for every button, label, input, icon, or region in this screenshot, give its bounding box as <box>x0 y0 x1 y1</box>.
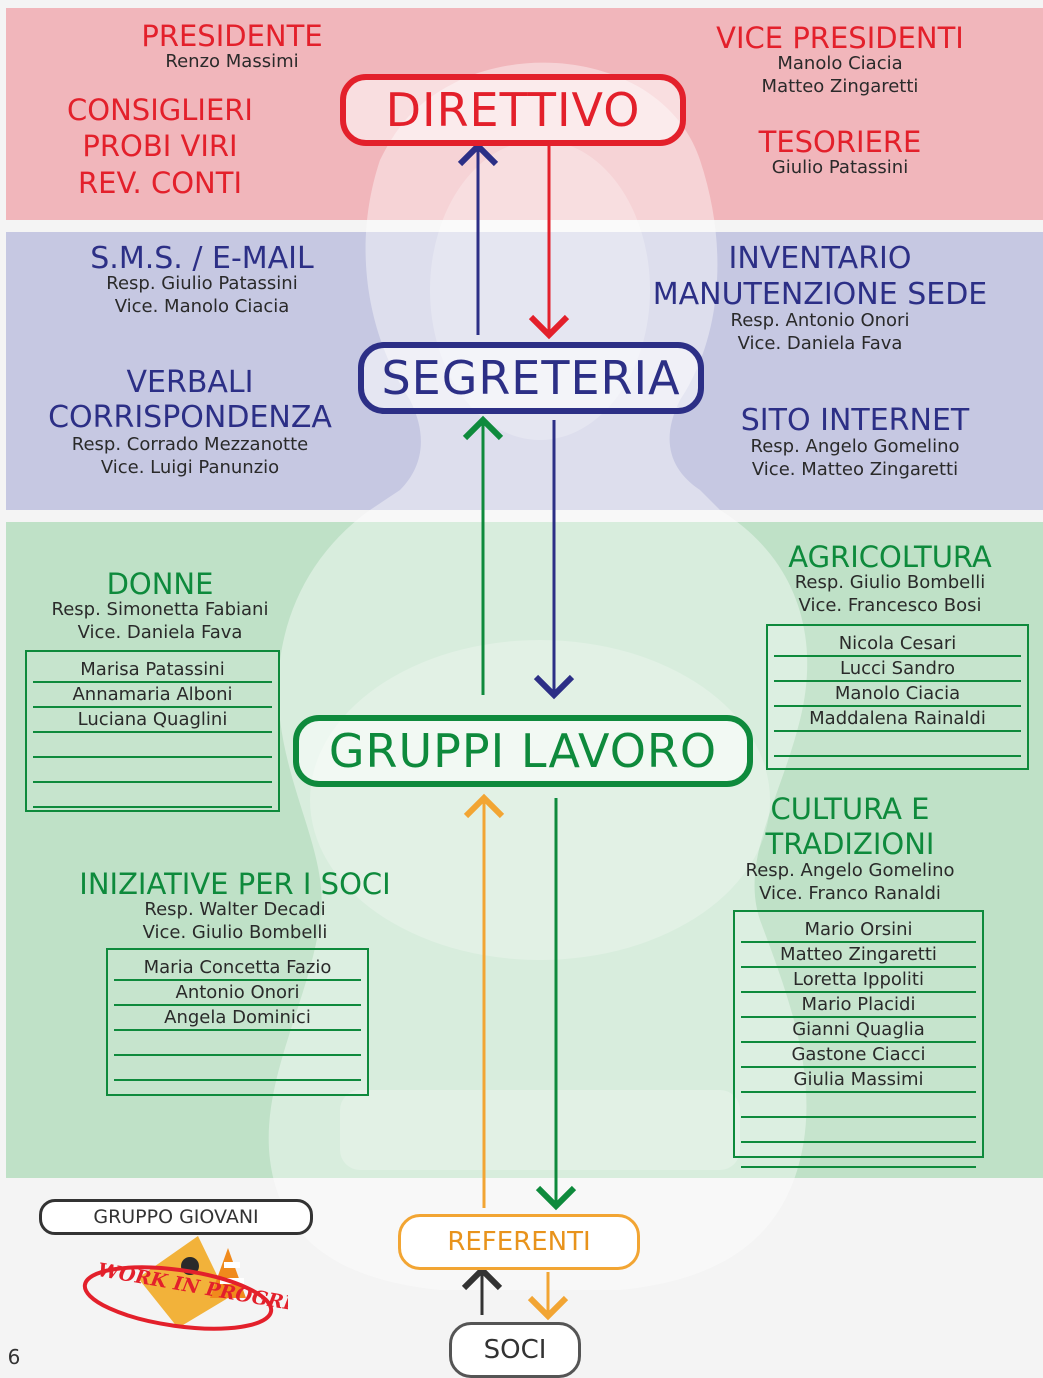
member-row: Maria Concetta Fazio <box>114 956 361 981</box>
agricoltura-resp: Resp. Giulio Bombelli <box>794 572 986 593</box>
gruppo-giovani-label: GRUPPO GIOVANI <box>39 1199 313 1235</box>
donne-vice: Vice. Daniela Fava <box>77 622 243 643</box>
sms-title: S.M.S. / E-MAIL <box>90 241 314 276</box>
page-number: 6 <box>7 1345 21 1369</box>
consiglieri-label: CONSIGLIERI <box>67 93 253 127</box>
sms-vice: Vice. Manolo Ciacia <box>114 296 290 317</box>
donne-title: DONNE <box>106 567 214 601</box>
presidente-name: Renzo Massimi <box>165 51 299 72</box>
cultura-title: CULTURA E <box>770 792 930 826</box>
member-row: Giulia Massimi <box>741 1068 976 1093</box>
member-row <box>741 1143 976 1168</box>
inventario-title: INVENTARIO <box>728 241 912 276</box>
gruppi-band <box>6 522 1043 1178</box>
cultura-members-box: Mario Orsini Matteo Zingaretti Loretta I… <box>733 910 984 1168</box>
iniziative-title: INIZIATIVE PER I SOCI <box>79 867 391 901</box>
member-row <box>741 1093 976 1118</box>
vice-presidente-name: Matteo Zingaretti <box>761 76 919 97</box>
referenti-box: REFERENTI <box>398 1214 640 1270</box>
member-row: Mario Orsini <box>741 918 976 943</box>
verbali-title: VERBALI <box>126 365 254 400</box>
donne-members-box: Marisa Patassini Annamaria Alboni Lucian… <box>25 650 280 812</box>
agricoltura-title: AGRICOLTURA <box>788 540 992 574</box>
member-row <box>33 733 272 758</box>
soci-box: SOCI <box>449 1322 581 1378</box>
gruppi-lavoro-hub: GRUPPI LAVORO <box>293 715 753 787</box>
member-row: Gianni Quaglia <box>741 1018 976 1043</box>
member-row: Luciana Quaglini <box>33 708 272 733</box>
sms-resp: Resp. Giulio Patassini <box>106 273 298 294</box>
inventario-vice: Vice. Daniela Fava <box>737 333 903 354</box>
member-row <box>114 1031 361 1056</box>
direttivo-hub: DIRETTIVO <box>340 74 686 146</box>
vice-presidente-name: Manolo Ciacia <box>777 53 903 74</box>
member-row: Maddalena Rainaldi <box>774 707 1021 732</box>
corrispondenza-title: CORRISPONDENZA <box>48 400 332 435</box>
cultura-vice: Vice. Franco Ranaldi <box>759 883 941 904</box>
member-row <box>774 732 1021 757</box>
member-row: Annamaria Alboni <box>33 683 272 708</box>
probi-viri-label: PROBI VIRI <box>82 129 238 163</box>
tesoriere-title: TESORIERE <box>758 125 922 159</box>
sito-vice: Vice. Matteo Zingaretti <box>751 459 959 480</box>
work-in-progress-logo: WORK IN PROGRES <box>82 1236 288 1331</box>
vice-presidenti-title: VICE PRESIDENTI <box>716 21 964 55</box>
agricoltura-vice: Vice. Francesco Bosi <box>798 595 982 616</box>
member-row <box>33 758 272 783</box>
member-row <box>114 1056 361 1081</box>
tesoriere-name: Giulio Patassini <box>771 157 909 178</box>
member-row: Mario Placidi <box>741 993 976 1018</box>
sito-title: SITO INTERNET <box>740 403 970 438</box>
member-row: Manolo Ciacia <box>774 682 1021 707</box>
rev-conti-label: REV. CONTI <box>77 166 243 200</box>
member-row <box>741 1118 976 1143</box>
member-row: Angela Dominici <box>114 1006 361 1031</box>
sito-resp: Resp. Angelo Gomelino <box>750 436 960 457</box>
donne-resp: Resp. Simonetta Fabiani <box>51 599 269 620</box>
member-row: Antonio Onori <box>114 981 361 1006</box>
iniziative-resp: Resp. Walter Decadi <box>144 899 326 920</box>
iniziative-vice: Vice. Giulio Bombelli <box>142 922 328 943</box>
verbali-vice: Vice. Luigi Panunzio <box>100 457 280 478</box>
member-row <box>33 783 272 808</box>
member-row: Marisa Patassini <box>33 658 272 683</box>
tradizioni-title: TRADIZIONI <box>765 827 935 861</box>
agricoltura-members-box: Nicola Cesari Lucci Sandro Manolo Ciacia… <box>766 624 1029 770</box>
iniziative-members-box: Maria Concetta Fazio Antonio Onori Angel… <box>106 948 369 1096</box>
manutenzione-title: MANUTENZIONE SEDE <box>652 277 988 312</box>
member-row: Loretta Ippoliti <box>741 968 976 993</box>
presidente-title: PRESIDENTE <box>141 19 323 53</box>
cultura-resp: Resp. Angelo Gomelino <box>745 860 955 881</box>
verbali-resp: Resp. Corrado Mezzanotte <box>71 434 309 455</box>
segreteria-hub: SEGRETERIA <box>358 342 704 414</box>
member-row: Lucci Sandro <box>774 657 1021 682</box>
inventario-resp: Resp. Antonio Onori <box>730 310 910 331</box>
member-row: Nicola Cesari <box>774 632 1021 657</box>
member-row: Gastone Ciacci <box>741 1043 976 1068</box>
member-row: Matteo Zingaretti <box>741 943 976 968</box>
